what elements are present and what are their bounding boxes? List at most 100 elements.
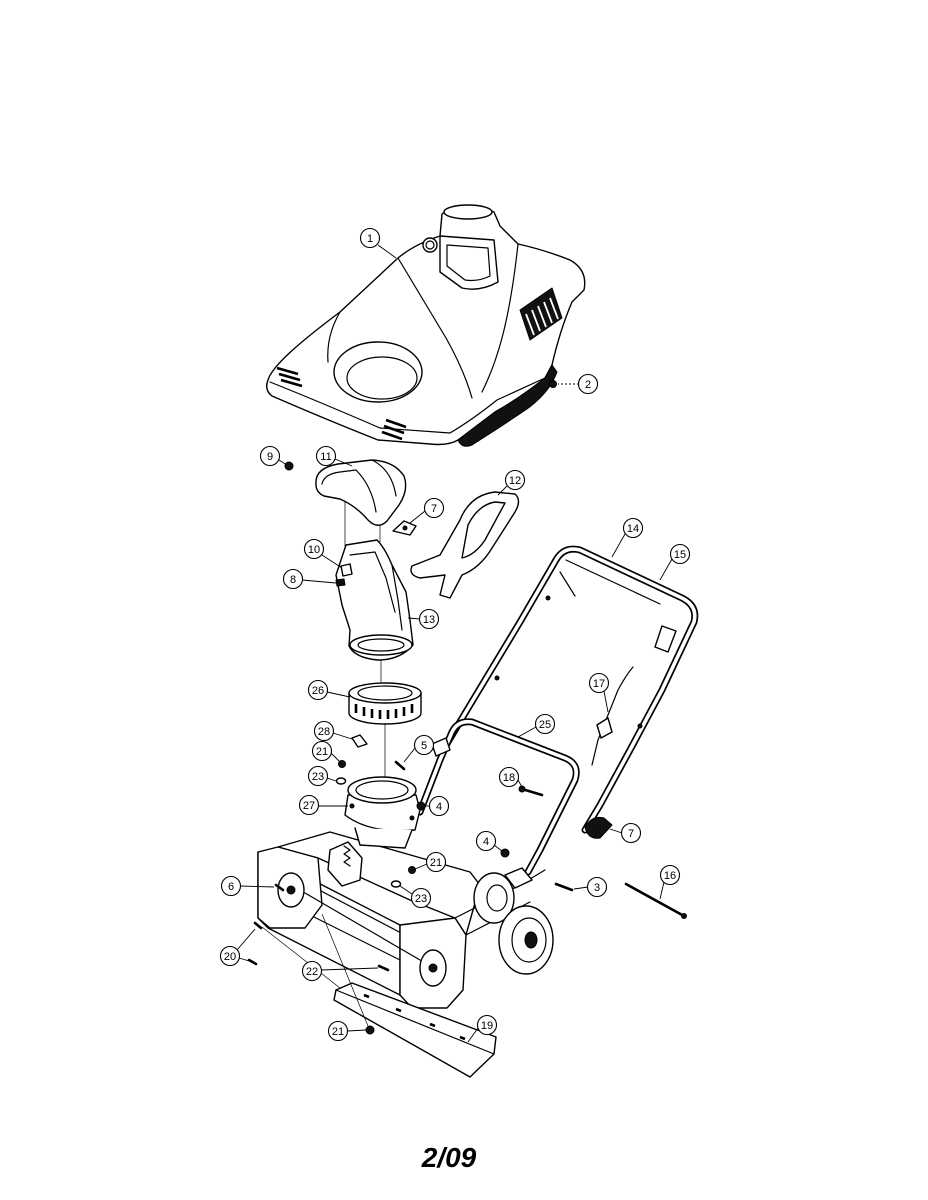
- hex-nut: [338, 760, 346, 768]
- cover-side-shadow: [457, 364, 558, 447]
- callout: 7: [620, 822, 642, 844]
- callout-label: 19: [481, 1020, 493, 1032]
- callout: 11: [315, 445, 337, 467]
- callout-label: 23: [312, 771, 324, 783]
- shift-rod: [624, 882, 687, 919]
- skid-bolt: [253, 921, 263, 930]
- cover-left-crease: [327, 311, 341, 363]
- callout-circle: [301, 960, 323, 982]
- chute-bottom-flange-inner: [357, 638, 405, 652]
- knob-stud: [402, 525, 408, 531]
- leader-line: [321, 554, 343, 569]
- callout: 21: [311, 740, 333, 762]
- chute-body: [335, 539, 414, 661]
- shift-rod-shaft: [624, 882, 686, 918]
- leader-line: [278, 459, 288, 466]
- wing-bolt: [351, 734, 368, 748]
- callout-label: 5: [421, 740, 427, 752]
- washer: [335, 777, 347, 785]
- leader-line: [330, 752, 341, 763]
- callout-circle: [298, 794, 320, 816]
- callout-circle: [428, 795, 450, 817]
- callout: 14: [622, 517, 644, 539]
- leader-line: [409, 510, 426, 524]
- leader-line: [301, 579, 337, 584]
- leader-line: [493, 844, 503, 852]
- callout: 4: [428, 795, 450, 817]
- cover-chute-opening: [333, 341, 423, 403]
- deflector-crease: [371, 459, 397, 497]
- handle-bolt-head: [518, 785, 526, 793]
- callout: 6: [220, 875, 242, 897]
- leader-line: [609, 828, 623, 834]
- alignment-line: [261, 913, 369, 1027]
- callout-circle: [410, 887, 432, 909]
- chute-knob-upper: [392, 520, 417, 536]
- leader-line: [517, 779, 523, 788]
- callout: 8: [282, 568, 304, 590]
- callout: 9: [259, 445, 281, 467]
- rear-wheel-hub: [486, 884, 508, 912]
- chute-clip: [340, 563, 353, 577]
- callout: 18: [498, 766, 520, 788]
- callout: 12: [504, 469, 526, 491]
- callout-circle: [282, 568, 304, 590]
- leader-line: [377, 244, 397, 259]
- scraper-bar-edge: [335, 989, 495, 1055]
- chute-ring: [348, 682, 422, 725]
- leader-line: [332, 732, 353, 740]
- handle-knob: [584, 816, 613, 839]
- callout: 13: [418, 608, 440, 630]
- leader-line: [467, 1027, 479, 1043]
- hex-nut: [408, 866, 416, 874]
- callout-label: 10: [308, 544, 320, 556]
- carriage-bolt: [377, 964, 390, 972]
- callout: 23: [307, 765, 329, 787]
- washer: [390, 880, 402, 888]
- callout-label: 9: [267, 451, 273, 463]
- callout-label: 21: [430, 857, 442, 869]
- callout: 19: [476, 1014, 498, 1036]
- leader-line: [407, 617, 421, 620]
- callout-circle: [476, 1014, 498, 1036]
- cover-engine-window: [446, 244, 491, 282]
- callout-circle: [504, 469, 526, 491]
- housing-bolt: [274, 883, 285, 892]
- callout-circle: [413, 734, 435, 756]
- hex-nut: [284, 461, 294, 471]
- callout-label: 16: [664, 870, 676, 882]
- ring-teeth: [354, 704, 414, 719]
- callout-label: 7: [431, 503, 437, 515]
- callout: 25: [534, 713, 556, 735]
- cover-left-vents: [276, 366, 303, 388]
- callout-label: 22: [306, 966, 318, 978]
- cover-center-ridge: [397, 257, 473, 399]
- front-wheel-rim: [511, 917, 547, 963]
- callout-circle: [669, 543, 691, 565]
- callout: 10: [303, 538, 325, 560]
- cover-chute-opening-inner: [346, 356, 418, 400]
- auger-housing: [257, 831, 546, 1009]
- callout-circle: [498, 766, 520, 788]
- callout-label: 8: [290, 574, 296, 586]
- chute-side-panel: [391, 564, 403, 631]
- callout-circle: [307, 765, 329, 787]
- leader-line: [659, 558, 673, 581]
- callout-circle: [418, 608, 440, 630]
- handle-control-bar: [559, 559, 661, 605]
- cover-front-vents: [381, 418, 407, 441]
- leader-line: [659, 881, 665, 900]
- leader-line: [334, 458, 353, 467]
- callout: 17: [588, 672, 610, 694]
- frame-bracket: [504, 867, 533, 889]
- callout-label: 14: [627, 523, 639, 535]
- handle-bracket: [654, 625, 677, 653]
- callout-label: 18: [503, 772, 515, 784]
- gearbox-spring: [343, 845, 351, 867]
- cover-front-lip: [269, 377, 546, 434]
- base-ring-inner: [355, 780, 409, 800]
- callout-label: 25: [539, 719, 551, 731]
- hardware: [247, 380, 613, 1035]
- callout-circle: [259, 445, 281, 467]
- leader-line: [403, 747, 416, 763]
